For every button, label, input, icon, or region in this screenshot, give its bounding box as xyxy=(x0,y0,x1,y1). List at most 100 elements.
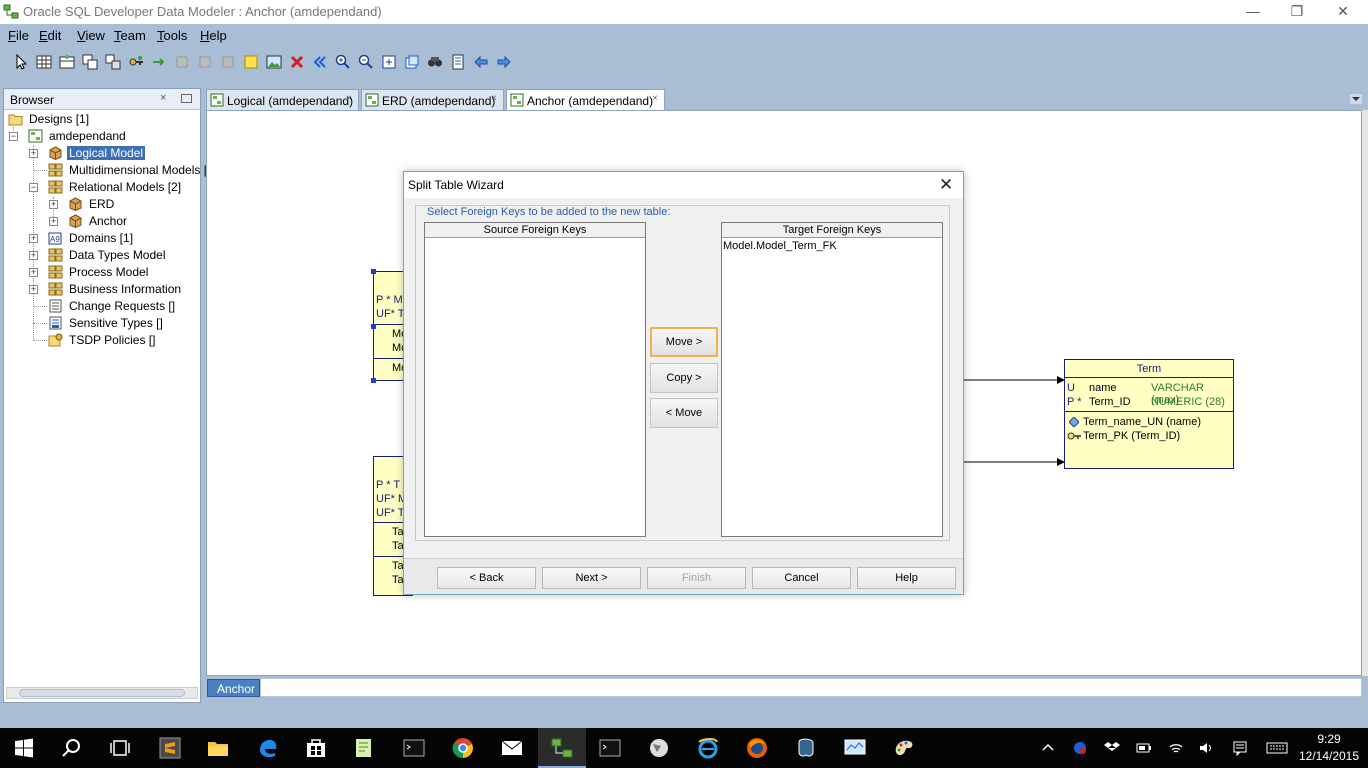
menu-view[interactable]: View xyxy=(77,28,105,43)
show-hidden-icons-icon[interactable] xyxy=(1040,740,1056,756)
delete-icon[interactable] xyxy=(289,54,305,70)
tray-app-icon[interactable] xyxy=(1072,740,1088,756)
fit-screen-icon[interactable] xyxy=(381,54,397,70)
engineer-icon[interactable] xyxy=(312,54,328,70)
diagram-table-term[interactable]: Term U name VARCHAR (max) P * Term_ID NU… xyxy=(1064,359,1234,469)
tab-anchor[interactable]: Anchor (amdependand) × xyxy=(506,89,665,111)
tab-close-icon[interactable]: × xyxy=(652,93,658,104)
postgres-icon[interactable] xyxy=(794,736,818,760)
browser-horizontal-scrollbar[interactable] xyxy=(6,687,198,699)
system-clock[interactable]: 9:29 12/14/2015 xyxy=(1296,731,1362,765)
new-view-icon[interactable] xyxy=(59,54,75,70)
forward-arrow-icon[interactable] xyxy=(496,54,512,70)
menu-tools[interactable]: Tools xyxy=(157,28,188,43)
find-icon[interactable] xyxy=(427,54,443,70)
battery-icon[interactable] xyxy=(1136,740,1152,756)
chrome-icon[interactable] xyxy=(451,736,475,760)
dropbox-icon[interactable] xyxy=(1104,740,1120,756)
collapse-toggle-icon[interactable]: − xyxy=(29,182,38,192)
command-prompt-icon[interactable] xyxy=(402,736,426,760)
new-fk-arrow-icon[interactable] xyxy=(151,54,167,70)
zoom-in-icon[interactable] xyxy=(335,54,351,70)
diagram-tab-anchor[interactable]: Anchor xyxy=(207,679,260,697)
paint-icon[interactable] xyxy=(892,736,916,760)
table-row: Ta xyxy=(392,526,404,538)
source-foreign-keys-list[interactable]: Source Foreign Keys xyxy=(424,222,646,537)
close-window-button[interactable]: ✕ xyxy=(1337,3,1349,19)
list-item[interactable]: Model.Model_Term_FK xyxy=(723,240,837,252)
properties-icon[interactable] xyxy=(450,54,466,70)
task-view-icon[interactable] xyxy=(108,736,132,760)
finish-button[interactable]: Finish xyxy=(647,567,746,589)
help-button[interactable]: Help xyxy=(857,567,956,589)
primary-key-icon xyxy=(1067,432,1081,440)
copy-right-button[interactable]: Copy > xyxy=(650,363,718,393)
data-modeler-taskbar-icon[interactable] xyxy=(550,736,574,760)
selection-handle[interactable] xyxy=(371,378,376,383)
back-arrow-icon[interactable] xyxy=(473,54,489,70)
tab-close-icon[interactable]: × xyxy=(346,93,352,104)
file-explorer-icon[interactable] xyxy=(206,736,230,760)
volume-icon[interactable] xyxy=(1198,740,1214,756)
expand-toggle-icon[interactable]: + xyxy=(29,148,38,158)
dialog-close-button[interactable]: ✕ xyxy=(939,175,954,194)
table-divider xyxy=(374,556,412,557)
back-button[interactable]: < Back xyxy=(437,567,536,589)
merge-tables-icon[interactable] xyxy=(105,54,121,70)
mail-icon[interactable] xyxy=(500,736,524,760)
menu-edit[interactable]: Edit xyxy=(39,28,62,43)
select-pointer-icon[interactable] xyxy=(14,54,30,70)
collapse-toggle-icon[interactable]: − xyxy=(9,131,18,141)
picture-icon[interactable] xyxy=(266,54,282,70)
default-size-icon[interactable] xyxy=(404,54,420,70)
action-center-icon[interactable] xyxy=(1232,740,1248,756)
expand-toggle-icon[interactable]: + xyxy=(49,199,58,209)
scrollbar-thumb[interactable] xyxy=(19,689,185,697)
target-foreign-keys-list[interactable]: Target Foreign Keys Model.Model_Term_FK xyxy=(721,222,943,537)
windows-start-icon[interactable] xyxy=(12,736,36,760)
store-icon[interactable] xyxy=(304,736,328,760)
selection-handle[interactable] xyxy=(371,324,376,329)
restore-button[interactable]: ❐ xyxy=(1290,3,1304,19)
foreign-key-arrows xyxy=(957,376,1065,466)
menu-team[interactable]: Team xyxy=(114,28,146,43)
expand-toggle-icon[interactable]: + xyxy=(49,216,58,226)
sublime-text-icon[interactable] xyxy=(158,736,182,760)
canvas-vertical-scrollbar[interactable] xyxy=(1362,110,1368,676)
notepad-plus-icon[interactable] xyxy=(352,736,376,760)
menu-file[interactable]: File xyxy=(8,28,29,43)
tab-logical[interactable]: Logical (amdependand) × xyxy=(206,89,359,111)
table-name: Term xyxy=(1136,363,1162,375)
system-monitor-icon[interactable] xyxy=(843,736,867,760)
browser-close-button[interactable]: × xyxy=(160,92,167,104)
tab-list-dropdown-icon[interactable] xyxy=(1349,93,1363,105)
wifi-icon[interactable] xyxy=(1168,740,1184,756)
tab-erd[interactable]: ERD (amdependand) × xyxy=(361,89,504,111)
expand-toggle-icon[interactable]: + xyxy=(29,233,38,243)
selection-handle[interactable] xyxy=(371,269,376,274)
cancel-button[interactable]: Cancel xyxy=(752,567,851,589)
split-table-icon[interactable] xyxy=(82,54,98,70)
new-table-icon[interactable] xyxy=(36,54,52,70)
new-fk-icon[interactable] xyxy=(128,54,144,70)
zoom-out-icon[interactable] xyxy=(358,54,374,70)
note-icon[interactable] xyxy=(243,54,259,70)
menu-help[interactable]: Help xyxy=(200,28,227,43)
move-right-button[interactable]: Move > xyxy=(650,327,718,357)
edge-browser-icon[interactable] xyxy=(256,736,280,760)
terminal-icon[interactable] xyxy=(598,736,622,760)
keyboard-icon[interactable] xyxy=(1266,740,1288,756)
expand-toggle-icon[interactable]: + xyxy=(29,250,38,260)
expand-toggle-icon[interactable]: + xyxy=(29,284,38,294)
expand-toggle-icon[interactable]: + xyxy=(29,267,38,277)
browser-minimize-button[interactable] xyxy=(181,94,192,103)
move-left-button[interactable]: < Move xyxy=(650,398,718,428)
firefox-icon[interactable] xyxy=(745,736,769,760)
search-icon[interactable] xyxy=(60,736,84,760)
sensitive-types-icon xyxy=(49,316,62,330)
next-button[interactable]: Next > xyxy=(542,567,641,589)
minimize-button[interactable]: — xyxy=(1246,3,1260,19)
internet-explorer-icon[interactable] xyxy=(696,736,720,760)
globe-app-icon[interactable] xyxy=(647,736,671,760)
tab-close-icon[interactable]: × xyxy=(491,93,497,104)
